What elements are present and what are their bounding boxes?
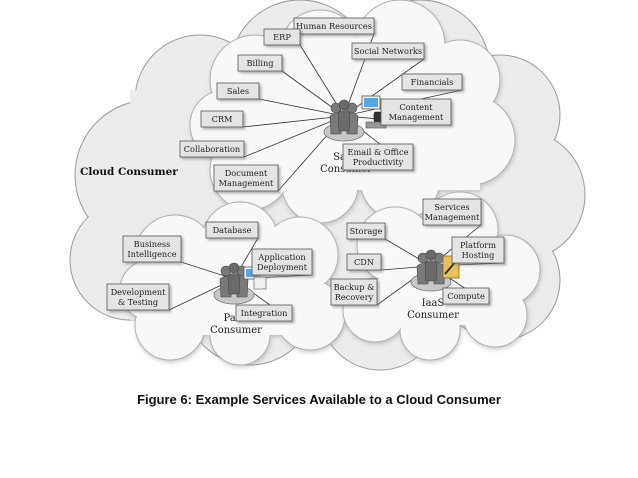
service-box-development-testing: Development& Testing xyxy=(106,283,170,311)
cloud-consumer-label: Cloud Consumer xyxy=(80,166,178,178)
diagram-canvas: Cloud Consumer SaaSConsumerPaaSConsumerI… xyxy=(69,0,586,371)
figure-caption: Figure 6: Example Services Available to … xyxy=(137,392,501,407)
service-box-integration: Integration xyxy=(235,304,293,322)
service-label: Integration xyxy=(241,308,289,318)
service-box-database: Database xyxy=(205,221,259,239)
saas-consumer-icon xyxy=(323,99,365,142)
service-label: Storage xyxy=(350,226,383,236)
saas-connector xyxy=(343,58,425,117)
service-label: CDN xyxy=(354,257,374,267)
service-label: Human Resources xyxy=(296,21,372,31)
service-box-social-networks: Social Networks xyxy=(351,42,425,60)
service-label: Compute xyxy=(447,291,485,301)
service-label: Financials xyxy=(411,77,454,87)
service-label: ERP xyxy=(273,32,291,42)
service-box-erp: ERP xyxy=(263,28,301,46)
service-box-billing: Billing xyxy=(237,54,283,72)
service-label: CRM xyxy=(212,114,233,124)
service-box-storage: Storage xyxy=(346,222,386,240)
service-box-crm: CRM xyxy=(200,110,244,128)
service-box-sales: Sales xyxy=(216,82,260,100)
service-label: Database xyxy=(213,225,252,235)
service-box-cdn: CDN xyxy=(346,253,382,271)
service-label: Billing xyxy=(246,58,273,68)
service-label: Development& Testing xyxy=(111,287,167,307)
service-box-compute: Compute xyxy=(442,287,490,305)
service-box-backup-recovery: Backup &Recovery xyxy=(330,278,378,306)
service-label: Sales xyxy=(227,86,249,96)
saas-connector xyxy=(242,115,345,128)
service-label: Social Networks xyxy=(354,46,422,56)
service-box-human-resources: Human Resources xyxy=(293,17,375,35)
saas-connector xyxy=(258,98,345,117)
iaas-consumer-icon xyxy=(410,249,452,292)
service-box-collaboration: Collaboration xyxy=(179,140,245,158)
service-label: Backup &Recovery xyxy=(334,282,375,302)
paas-consumer-icon xyxy=(213,262,255,305)
service-box-financials: Financials xyxy=(401,73,463,91)
service-label: Collaboration xyxy=(184,144,241,154)
saas-connector xyxy=(243,115,345,158)
